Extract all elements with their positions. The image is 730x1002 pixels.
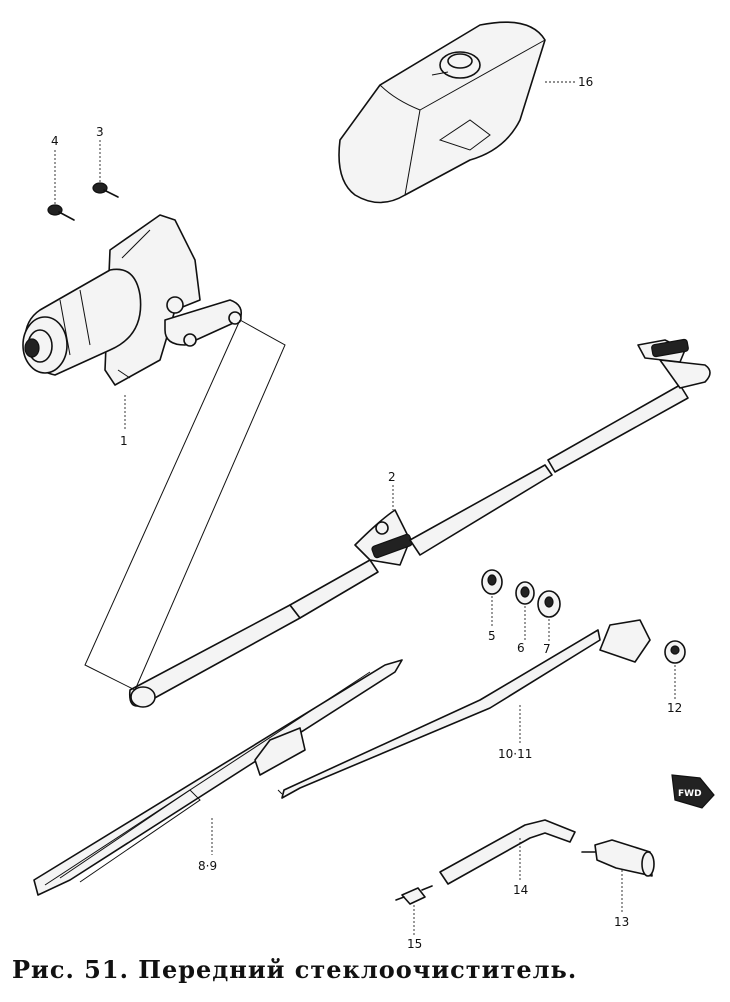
callout-8-9: 8·9 — [198, 859, 217, 873]
bushing-7 — [537, 590, 561, 618]
wiper-arm — [277, 619, 651, 799]
callout-13: 13 — [614, 915, 629, 929]
callout-4: 4 — [51, 134, 59, 148]
callout-16: 16 — [578, 75, 593, 89]
callout-14: 14 — [513, 883, 528, 897]
linkage-assembly — [128, 338, 711, 708]
callout-6: 6 — [517, 641, 525, 655]
callout-1: 1 — [120, 434, 128, 448]
motor-link-leader-b — [84, 319, 241, 691]
nut-12 — [664, 640, 686, 664]
callout-7: 7 — [543, 642, 551, 656]
bolt-3 — [92, 182, 119, 198]
callout-10-11: 10·11 — [498, 747, 532, 761]
washer-reservoir — [338, 21, 546, 204]
bushing-5 — [481, 569, 503, 595]
forward-arrow-icon: FWD — [671, 774, 715, 809]
wiper-exploded-diagram: FWD 1 2 3 4 5 6 7 8·9 10·11 12 13 14 15 … — [22, 21, 715, 950]
wiper-motor — [22, 214, 243, 386]
callout-12: 12 — [667, 701, 682, 715]
callout-leaders — [54, 81, 676, 935]
washer-hose — [439, 819, 576, 885]
bolt-4 — [47, 204, 75, 221]
callout-2: 2 — [388, 470, 396, 484]
motor-link-leader-a — [134, 319, 286, 691]
callout-3: 3 — [96, 125, 104, 139]
callout-15: 15 — [407, 937, 422, 950]
callout-5: 5 — [488, 629, 496, 643]
bushing-6 — [515, 581, 535, 605]
fwd-label: FWD — [678, 789, 702, 799]
connector-15 — [395, 885, 433, 905]
wiper-blade — [33, 659, 403, 896]
washer-nozzle — [581, 839, 655, 877]
figure-caption: Рис. 51. Передний стеклоочиститель. — [12, 955, 578, 984]
